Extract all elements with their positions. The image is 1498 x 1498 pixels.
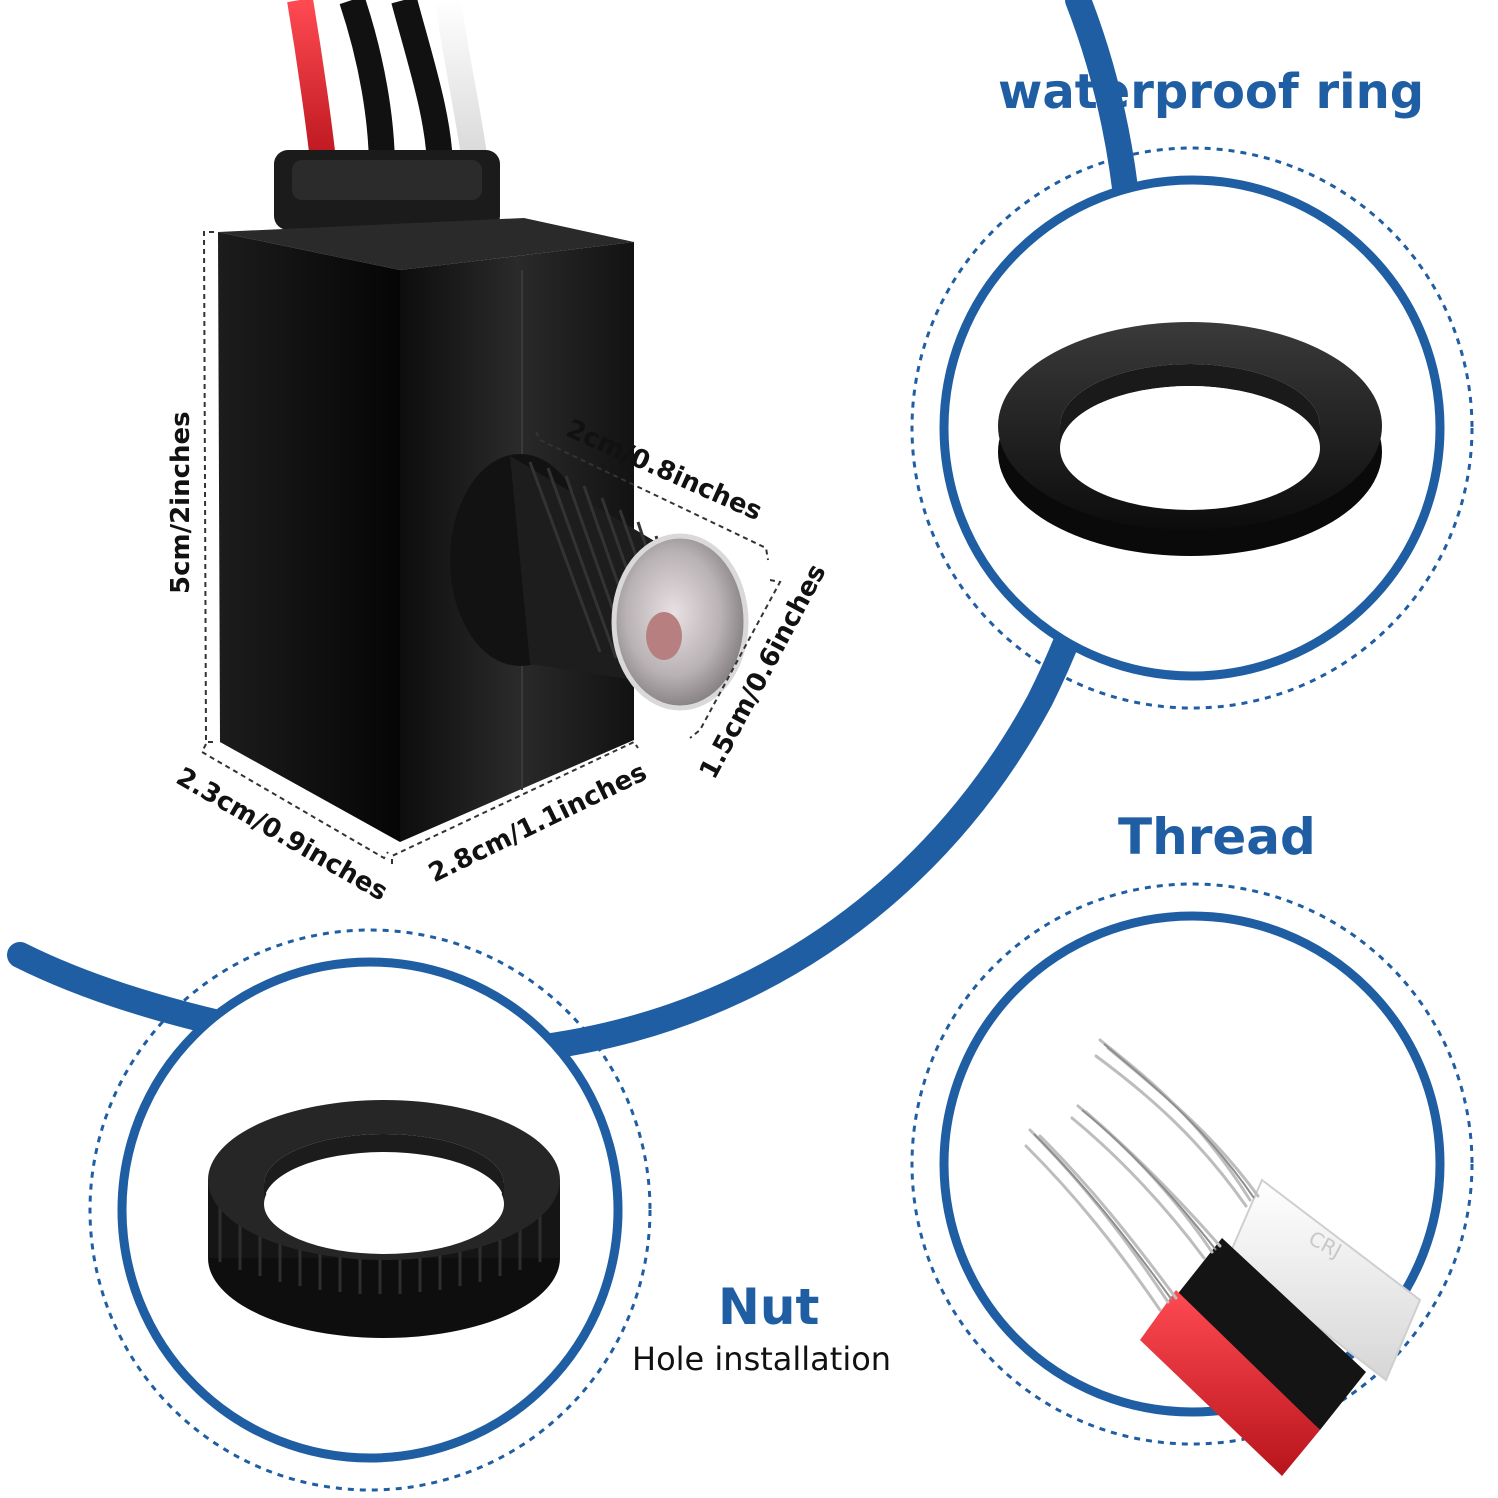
stripped-wires-icon — [1024, 1038, 1422, 1476]
dimension-height: 5cm/2inches — [166, 411, 196, 594]
nut-panel — [88, 928, 652, 1492]
thread-label: Thread — [1118, 808, 1316, 866]
waterproof-ring-panel — [910, 146, 1474, 710]
lens-barrel — [450, 454, 749, 711]
photocell-sensor-icon — [218, 0, 749, 842]
threaded-nut-icon — [208, 1100, 560, 1338]
hole-installation-label: Hole installation — [632, 1340, 892, 1378]
rubber-ring-icon — [998, 322, 1382, 556]
nut-label: Nut — [718, 1278, 820, 1336]
dimension-guides — [200, 231, 782, 864]
thread-panel — [910, 882, 1474, 1476]
waterproof-ring-label: waterproof ring — [998, 64, 1425, 120]
